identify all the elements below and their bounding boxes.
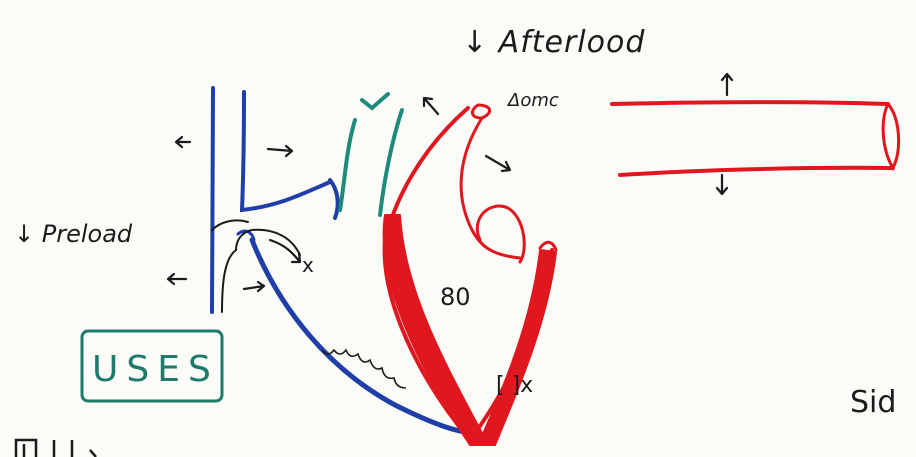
uses-box	[80, 329, 224, 403]
vena-cava-lines	[210, 86, 340, 314]
bracket-mark: [ ]x	[496, 373, 533, 398]
heart-outline	[382, 103, 558, 446]
preload-label: ↓ Preload	[14, 220, 133, 248]
uses-label: USES	[92, 349, 219, 390]
side-text: Sid	[850, 385, 896, 420]
afterload-label: ↓ Afterlood	[462, 25, 645, 60]
pulmonary-lines	[338, 92, 404, 217]
arrows	[166, 72, 734, 293]
ventricle-value: 80	[440, 283, 471, 311]
inferior-vessel	[211, 219, 469, 435]
partial-checkbox-icon	[14, 438, 97, 457]
artery-tube	[610, 100, 901, 177]
vessel-label: Δomc	[506, 90, 559, 111]
scalloped-edge	[321, 348, 407, 389]
x-mark: x	[302, 253, 314, 277]
